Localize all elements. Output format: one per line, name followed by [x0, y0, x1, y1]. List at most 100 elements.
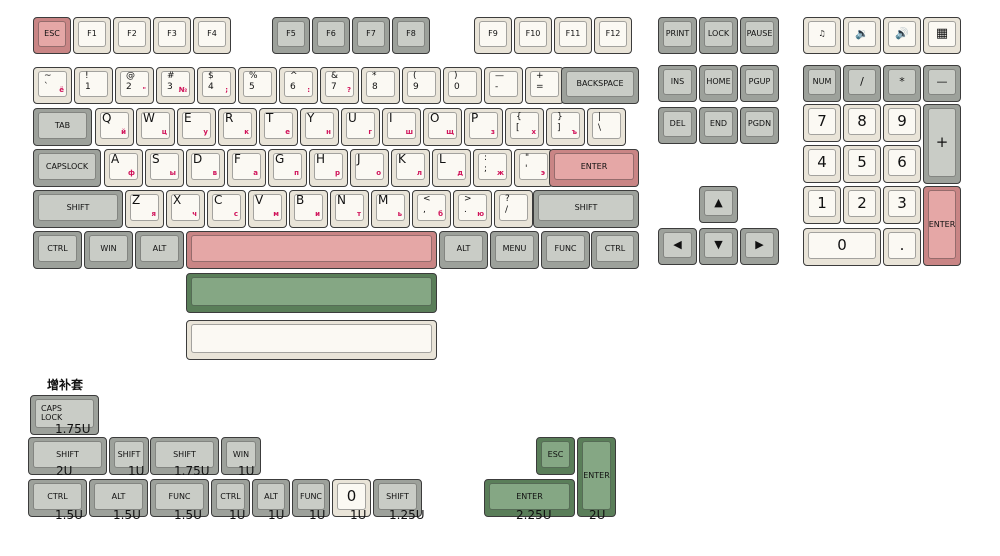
- backspace-key[interactable]: BACKSPACE: [561, 67, 639, 104]
- row4-key-8[interactable]: > .ю: [453, 190, 492, 228]
- left-alt-key[interactable]: ALT: [135, 231, 184, 269]
- numpad-plus-key[interactable]: +: [923, 104, 961, 184]
- row1-key-7[interactable]: & 7?: [320, 67, 359, 104]
- row1-key-2[interactable]: @ 2": [115, 67, 154, 104]
- pause-key[interactable]: PAUSE: [740, 17, 779, 54]
- extra-ctrl-15u-key[interactable]: CTRL: [28, 479, 87, 517]
- numpad-9-key[interactable]: 9: [883, 104, 921, 142]
- numlock-key[interactable]: NUM: [803, 65, 841, 102]
- esc-key[interactable]: ESC: [33, 17, 71, 54]
- capslock-key[interactable]: CAPSLOCK: [33, 149, 101, 187]
- numpad-5-key[interactable]: 5: [843, 145, 881, 183]
- right-alt-key[interactable]: ALT: [439, 231, 488, 269]
- numpad-7-key[interactable]: 7: [803, 104, 841, 142]
- row2-key-11[interactable]: } ]ъ: [546, 108, 585, 146]
- extra-shift-1u-key[interactable]: SHIFT: [109, 437, 149, 475]
- lock-key[interactable]: LOCK: [699, 17, 738, 54]
- extra-esc-key[interactable]: ESC: [536, 437, 575, 475]
- numpad-6-key[interactable]: 6: [883, 145, 921, 183]
- extra-alt-1u-key[interactable]: ALT: [252, 479, 290, 517]
- numpad-star-key[interactable]: *: [883, 65, 921, 102]
- extra-alt-15u-key[interactable]: ALT: [89, 479, 148, 517]
- row2-key-12[interactable]: | \: [587, 108, 626, 146]
- left-shift-key[interactable]: SHIFT: [33, 190, 123, 228]
- row2-key-10[interactable]: { [х: [505, 108, 544, 146]
- f10-key[interactable]: F10: [514, 17, 552, 54]
- f3-key[interactable]: F3: [153, 17, 191, 54]
- pgdn-key[interactable]: PGDN: [740, 107, 779, 144]
- f2-key[interactable]: F2: [113, 17, 151, 54]
- f12-key[interactable]: F12: [594, 17, 632, 54]
- numpad-8-key[interactable]: 8: [843, 104, 881, 142]
- extra-zero-key[interactable]: 0: [332, 479, 371, 517]
- extra-enter-225u-key[interactable]: ENTER: [484, 479, 575, 517]
- menu-key[interactable]: MENU: [490, 231, 539, 269]
- row1-key-0[interactable]: ~ `ё: [33, 67, 72, 104]
- green-spacebar-key[interactable]: [186, 273, 437, 313]
- numpad-1-key[interactable]: 1: [803, 186, 841, 224]
- right-shift-key[interactable]: SHIFT: [533, 190, 639, 228]
- row1-key-8[interactable]: * 8: [361, 67, 400, 104]
- volume-down-key[interactable]: 🔉: [843, 17, 881, 54]
- numpad-dot-key[interactable]: .: [883, 228, 921, 266]
- extra-win-key[interactable]: WIN: [221, 437, 261, 475]
- row4-key-9[interactable]: ? /: [494, 190, 533, 228]
- arrow-right-key[interactable]: ▶: [740, 228, 779, 265]
- f6-key[interactable]: F6: [312, 17, 350, 54]
- extra-enter-2u-key[interactable]: ENTER: [577, 437, 616, 517]
- extra-shift-125u-key[interactable]: SHIFT: [373, 479, 422, 517]
- arrow-down-key[interactable]: ▼: [699, 228, 738, 265]
- numpad-4-key[interactable]: 4: [803, 145, 841, 183]
- del-key[interactable]: DEL: [658, 107, 697, 144]
- end-key[interactable]: END: [699, 107, 738, 144]
- extra-func-15u-key[interactable]: FUNC: [150, 479, 209, 517]
- row1-key-9[interactable]: ( 9: [402, 67, 441, 104]
- home-key[interactable]: HOME: [699, 65, 738, 102]
- f4-key[interactable]: F4: [193, 17, 231, 54]
- f7-key[interactable]: F7: [352, 17, 390, 54]
- ins-key[interactable]: INS: [658, 65, 697, 102]
- arrow-up-key[interactable]: ▲: [699, 186, 738, 223]
- row1-key-1[interactable]: ! 1: [74, 67, 113, 104]
- volume-up-key[interactable]: 🔊: [883, 17, 921, 54]
- row1-key-6[interactable]: ^ 6:: [279, 67, 318, 104]
- func-key[interactable]: FUNC: [541, 231, 590, 269]
- numpad-3-key[interactable]: 3: [883, 186, 921, 224]
- row4-key-7[interactable]: < ,б: [412, 190, 451, 228]
- f5-key[interactable]: F5: [272, 17, 310, 54]
- row1-key-11[interactable]: — -: [484, 67, 523, 104]
- extra-capslock-key[interactable]: CAPS LOCK: [30, 395, 99, 435]
- extra-ctrl-1u-key[interactable]: CTRL: [211, 479, 250, 517]
- extra-shift-175u-key[interactable]: SHIFT: [150, 437, 219, 475]
- spacebar-key[interactable]: [186, 231, 437, 269]
- win-key[interactable]: WIN: [84, 231, 133, 269]
- f8-key[interactable]: F8: [392, 17, 430, 54]
- f1-key[interactable]: F1: [73, 17, 111, 54]
- numpad-minus-key[interactable]: —: [923, 65, 961, 102]
- row1-key-4[interactable]: $ 4;: [197, 67, 236, 104]
- numpad-2-key[interactable]: 2: [843, 186, 881, 224]
- right-ctrl-key[interactable]: CTRL: [591, 231, 639, 269]
- row1-key-12[interactable]: + =: [525, 67, 564, 104]
